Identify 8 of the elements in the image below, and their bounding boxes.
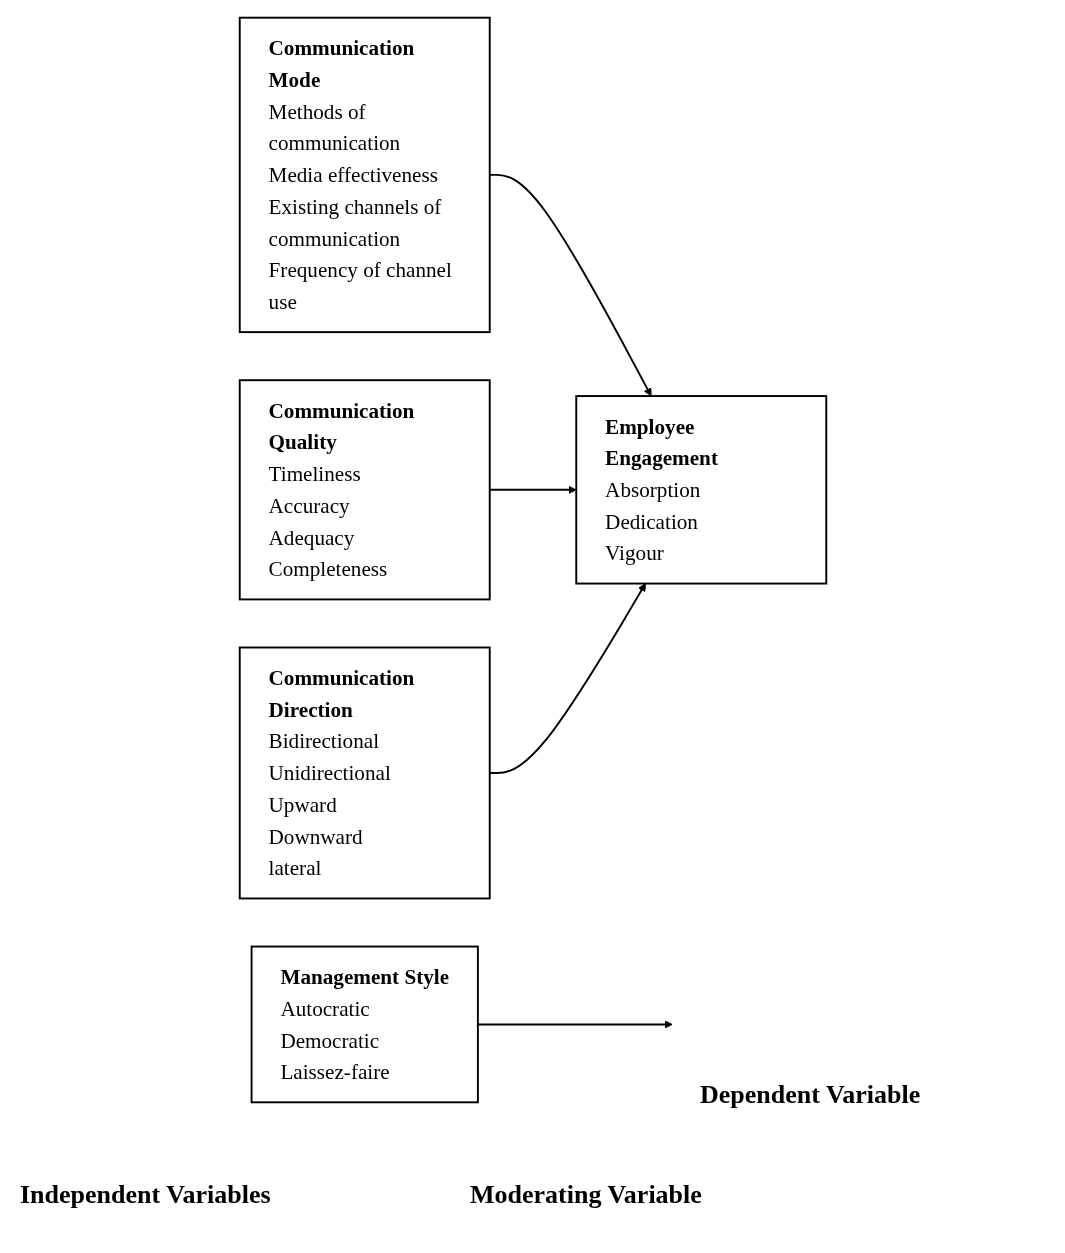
section-caption: Independent Variables: [20, 1180, 271, 1210]
node-box: Communication Mode Methods of communication Media effectiveness Existing channels of communication Frequency of channel use: [238, 16, 491, 334]
node-box: Management Style Autocratic Democratic Laissez-faire: [250, 945, 479, 1104]
node-box: Communication Quality Timeliness Accuracy Adequacy Completeness: [238, 379, 491, 601]
section-caption: Moderating Variable: [470, 1180, 702, 1210]
section-caption: Dependent Variable: [700, 1080, 921, 1110]
node-box: Communication Direction Bidirectional Unidirectional Upward Downward lateral: [238, 646, 491, 900]
node-box: Employee Engagement Absorption Dedication Vigour: [574, 395, 827, 585]
